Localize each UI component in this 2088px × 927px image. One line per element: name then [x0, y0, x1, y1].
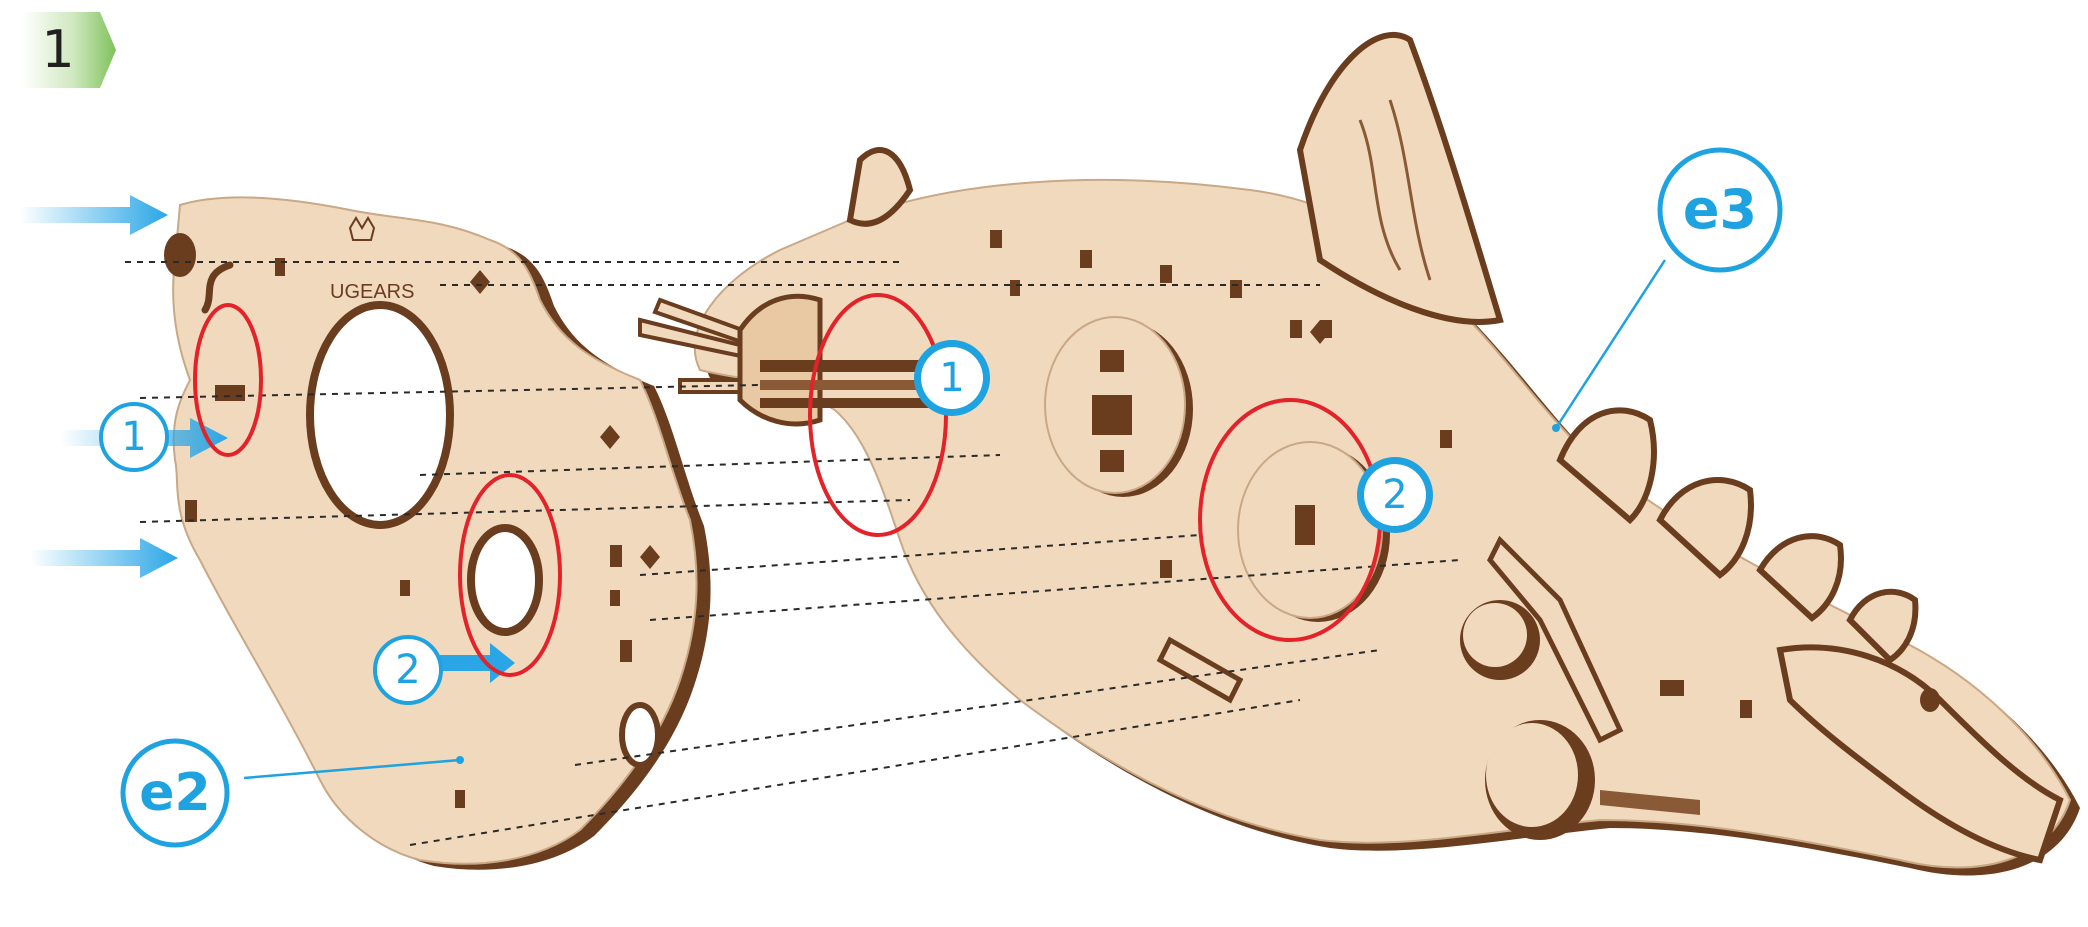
callout-1-left-label: 1	[101, 414, 167, 460]
callout-e3-label: e3	[1660, 176, 1780, 244]
callout-2-left-label: 2	[375, 647, 441, 693]
callout-e2-label: e2	[123, 760, 227, 826]
callout-2-right-label: 2	[1362, 472, 1428, 518]
callout-1-right-label: 1	[919, 355, 985, 401]
